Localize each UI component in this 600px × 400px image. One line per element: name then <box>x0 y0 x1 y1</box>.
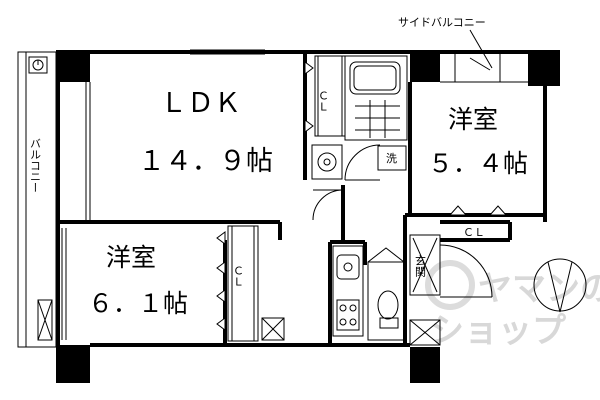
east-room-size: ５．４帖 <box>428 149 528 178</box>
kitchen <box>332 245 364 337</box>
balcony <box>17 51 57 348</box>
ldk-door <box>312 189 344 221</box>
closet-upper-label: ＣＬ <box>317 90 330 112</box>
east-room-name: 洋室 <box>448 105 498 134</box>
closet-west <box>216 225 285 342</box>
west-room-size: ６．１帖 <box>88 289 188 318</box>
svg-text:ヤマンの: ヤマンの <box>478 269 600 309</box>
entrance <box>409 234 493 346</box>
compass-icon <box>533 258 587 313</box>
ldk-size: １４．９帖 <box>138 146 273 177</box>
walls <box>56 50 547 347</box>
laundry-label: 洗 <box>386 152 397 165</box>
west-room-name: 洋室 <box>106 243 156 272</box>
bathroom <box>344 55 408 141</box>
closet-east-label: ＣＬ <box>463 226 485 239</box>
outdoor-unit-icon <box>37 299 53 341</box>
columns <box>56 50 560 383</box>
ldk-name: ＬＤＫ <box>160 88 241 119</box>
entrance-label: 玄関 <box>414 254 427 277</box>
svg-text:ショップ: ショップ <box>430 311 566 351</box>
closet-east <box>448 205 508 216</box>
balcony-label: バルコニー <box>29 138 42 193</box>
side-balcony-pointer <box>469 29 493 69</box>
closet-west-label: ＣＬ <box>232 265 245 287</box>
ac-unit-icon <box>28 56 48 74</box>
windows <box>61 49 528 340</box>
toilet <box>367 247 405 341</box>
side-balcony-label: サイドバルコニー <box>398 16 486 29</box>
washroom <box>311 144 407 181</box>
